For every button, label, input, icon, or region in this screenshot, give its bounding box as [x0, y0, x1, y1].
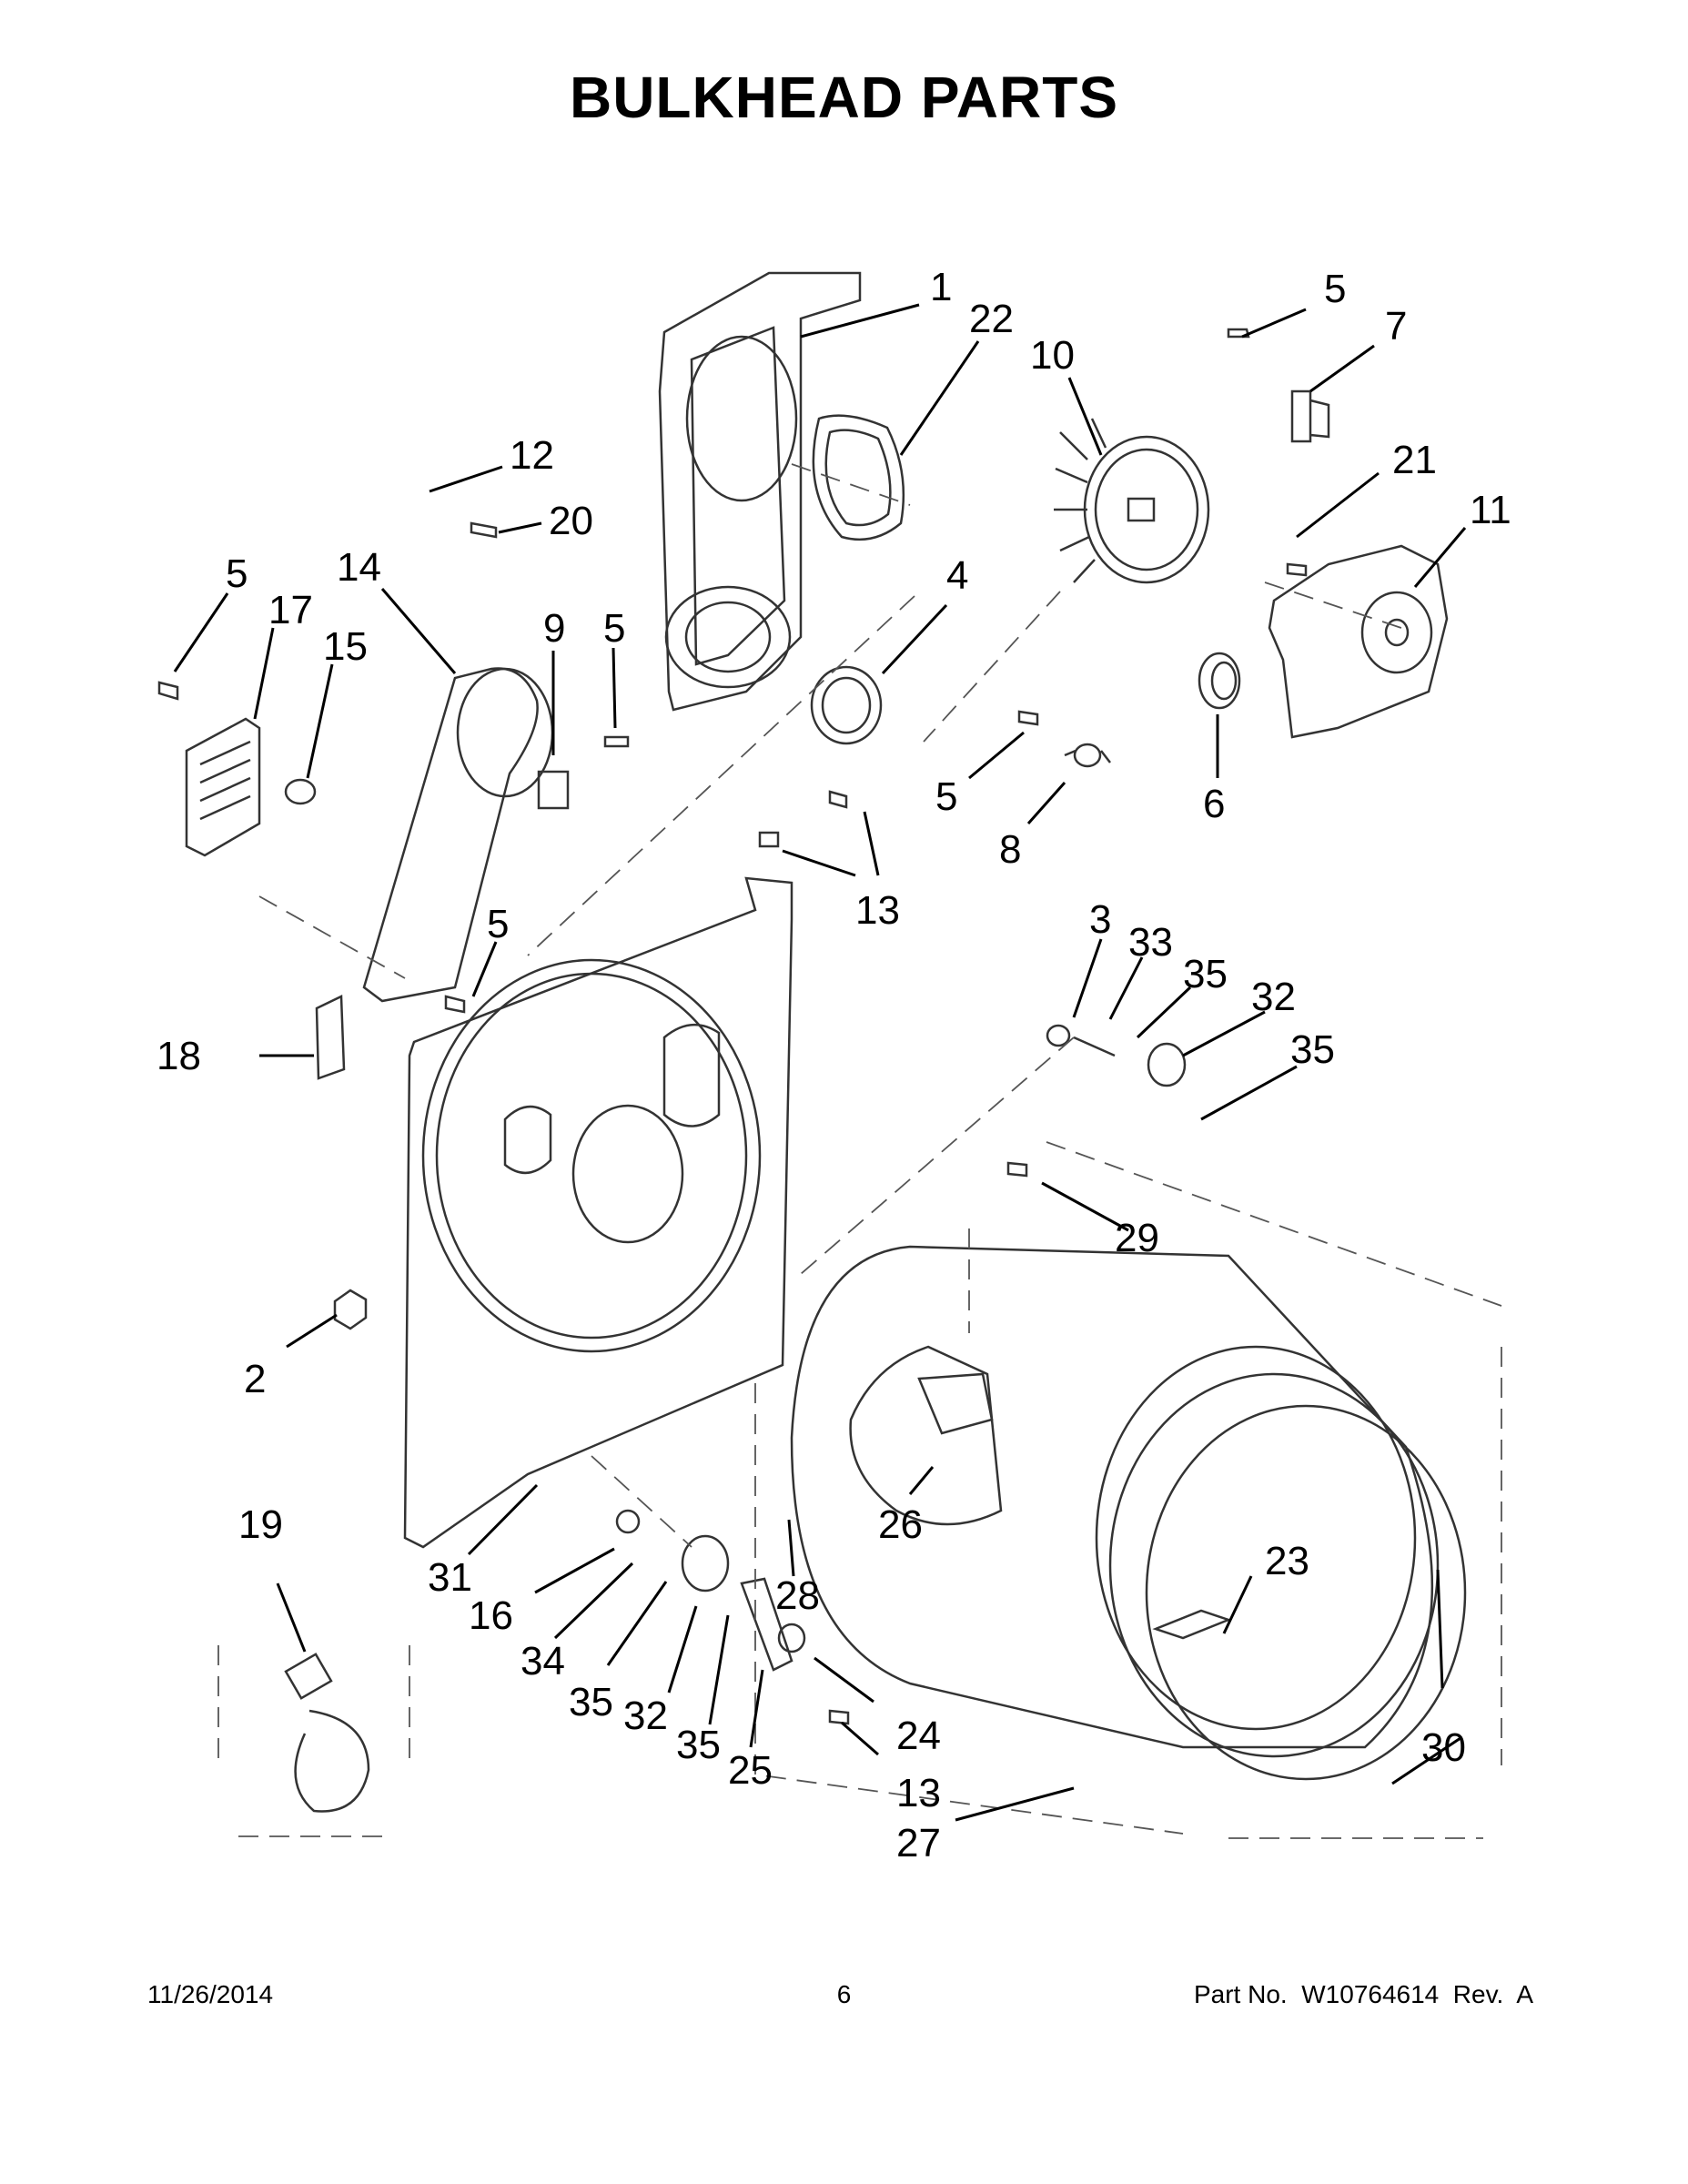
reference-lines	[258, 463, 1502, 1839]
footer-date: 11/26/2014	[147, 1980, 274, 2008]
thermal-cutoff	[1064, 743, 1111, 768]
callout-21: 21	[1392, 438, 1437, 482]
callout-24: 24	[896, 1714, 941, 1758]
rollers-and-shafts	[615, 1024, 1187, 1672]
callout-25: 25	[728, 1748, 773, 1793]
callout-11: 11	[1470, 488, 1511, 532]
callout-32: 32	[623, 1694, 668, 1738]
callout-19: 19	[238, 1502, 283, 1547]
callout-35: 35	[569, 1680, 613, 1724]
callout-35: 35	[1290, 1027, 1335, 1072]
rear-bulkhead	[403, 876, 793, 1549]
callout-10: 10	[1030, 333, 1075, 378]
heater-duct	[362, 667, 554, 1003]
callout-1: 1	[930, 265, 952, 309]
hi-limit-thermostat	[284, 778, 317, 805]
blower-housing	[1268, 544, 1449, 739]
callout-5: 5	[1324, 267, 1346, 311]
callout-14: 14	[337, 545, 381, 590]
drum-seal	[1145, 1404, 1467, 1781]
callout-20: 20	[549, 499, 593, 543]
callout-27: 27	[896, 1821, 941, 1866]
callout-8: 8	[999, 827, 1021, 872]
callout-28: 28	[775, 1573, 820, 1618]
bracket	[1290, 389, 1330, 443]
callout-17: 17	[268, 588, 313, 632]
callout-9: 9	[543, 606, 565, 651]
insulation-pad	[315, 995, 346, 1080]
callout-33: 33	[1128, 920, 1173, 965]
callout-7: 7	[1385, 304, 1407, 349]
callout-13: 13	[855, 888, 900, 933]
callout-15: 15	[323, 624, 368, 669]
callout-4: 4	[946, 553, 968, 598]
callout-23: 23	[1265, 1539, 1309, 1583]
callout-6: 6	[1203, 782, 1225, 826]
rear-duct-panel	[658, 271, 862, 712]
heater-element	[185, 717, 261, 857]
screws	[157, 328, 1308, 1725]
callout-31: 31	[428, 1555, 472, 1600]
drum-baffle	[1152, 1609, 1232, 1640]
blower-bearing	[1198, 652, 1241, 710]
callout-16: 16	[469, 1593, 513, 1638]
hex-nut	[333, 1289, 368, 1330]
duct-seal	[812, 414, 905, 541]
callout-5: 5	[935, 774, 957, 819]
callout-13: 13	[896, 1771, 941, 1815]
thermal-clip	[537, 770, 570, 810]
callout-29: 29	[1115, 1216, 1159, 1260]
callout-2: 2	[244, 1357, 266, 1401]
power-cord-kit	[217, 1645, 410, 1837]
callout-5: 5	[487, 902, 509, 946]
callout-3: 3	[1089, 897, 1111, 942]
callout-22: 22	[969, 297, 1014, 341]
callout-26: 26	[878, 1502, 923, 1547]
leader-arrows	[173, 303, 1467, 1822]
callout-30: 30	[1421, 1725, 1466, 1770]
callout-labels: 1 22 10 5 7 12 20 21 11 5 14 17 15 9 5 4…	[157, 265, 1511, 1866]
callout-12: 12	[510, 433, 554, 478]
footer-part-number: Part No. W10764614 Rev. A	[1193, 1980, 1533, 2008]
page-title: BULKHEAD PARTS	[569, 65, 1119, 130]
round-seal	[810, 665, 883, 745]
blower-wheel	[1054, 418, 1210, 584]
callout-32: 32	[1251, 975, 1296, 1019]
callout-34: 34	[521, 1639, 565, 1684]
callout-5: 5	[603, 606, 625, 651]
footer-page-number: 6	[836, 1980, 852, 2008]
callout-35: 35	[676, 1723, 721, 1767]
callout-5: 5	[226, 551, 248, 596]
callout-35: 35	[1183, 952, 1228, 996]
drum	[790, 1245, 1440, 1758]
callout-18: 18	[157, 1034, 201, 1078]
